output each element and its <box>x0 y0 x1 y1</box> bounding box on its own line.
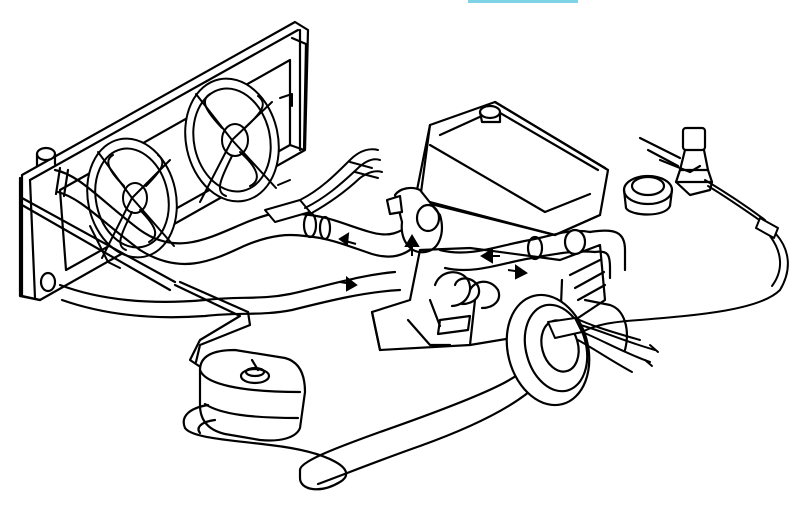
wiring-connector <box>264 148 383 223</box>
top-accent-bar <box>468 0 578 3</box>
sealing-ring <box>622 174 674 216</box>
expansion-tank <box>198 348 307 442</box>
cooling-fan-left <box>86 137 178 269</box>
flow-arrow-1 <box>338 232 357 246</box>
hose-upper-engine <box>298 211 417 258</box>
wiring-harness-right <box>547 317 659 373</box>
sender-cable <box>581 179 789 333</box>
engine-block <box>370 100 610 352</box>
temperature-sender <box>638 126 714 197</box>
hose-heater <box>438 228 627 280</box>
crankshaft-pulley <box>505 293 628 407</box>
flow-arrow-2 <box>339 275 358 292</box>
hose-lower-loop <box>20 196 402 372</box>
flow-arrow-3 <box>404 234 420 256</box>
cooling-fan-right <box>184 77 293 203</box>
flow-arrows <box>338 232 528 292</box>
flow-arrow-4 <box>480 248 500 264</box>
flow-arrow-5 <box>507 264 528 280</box>
